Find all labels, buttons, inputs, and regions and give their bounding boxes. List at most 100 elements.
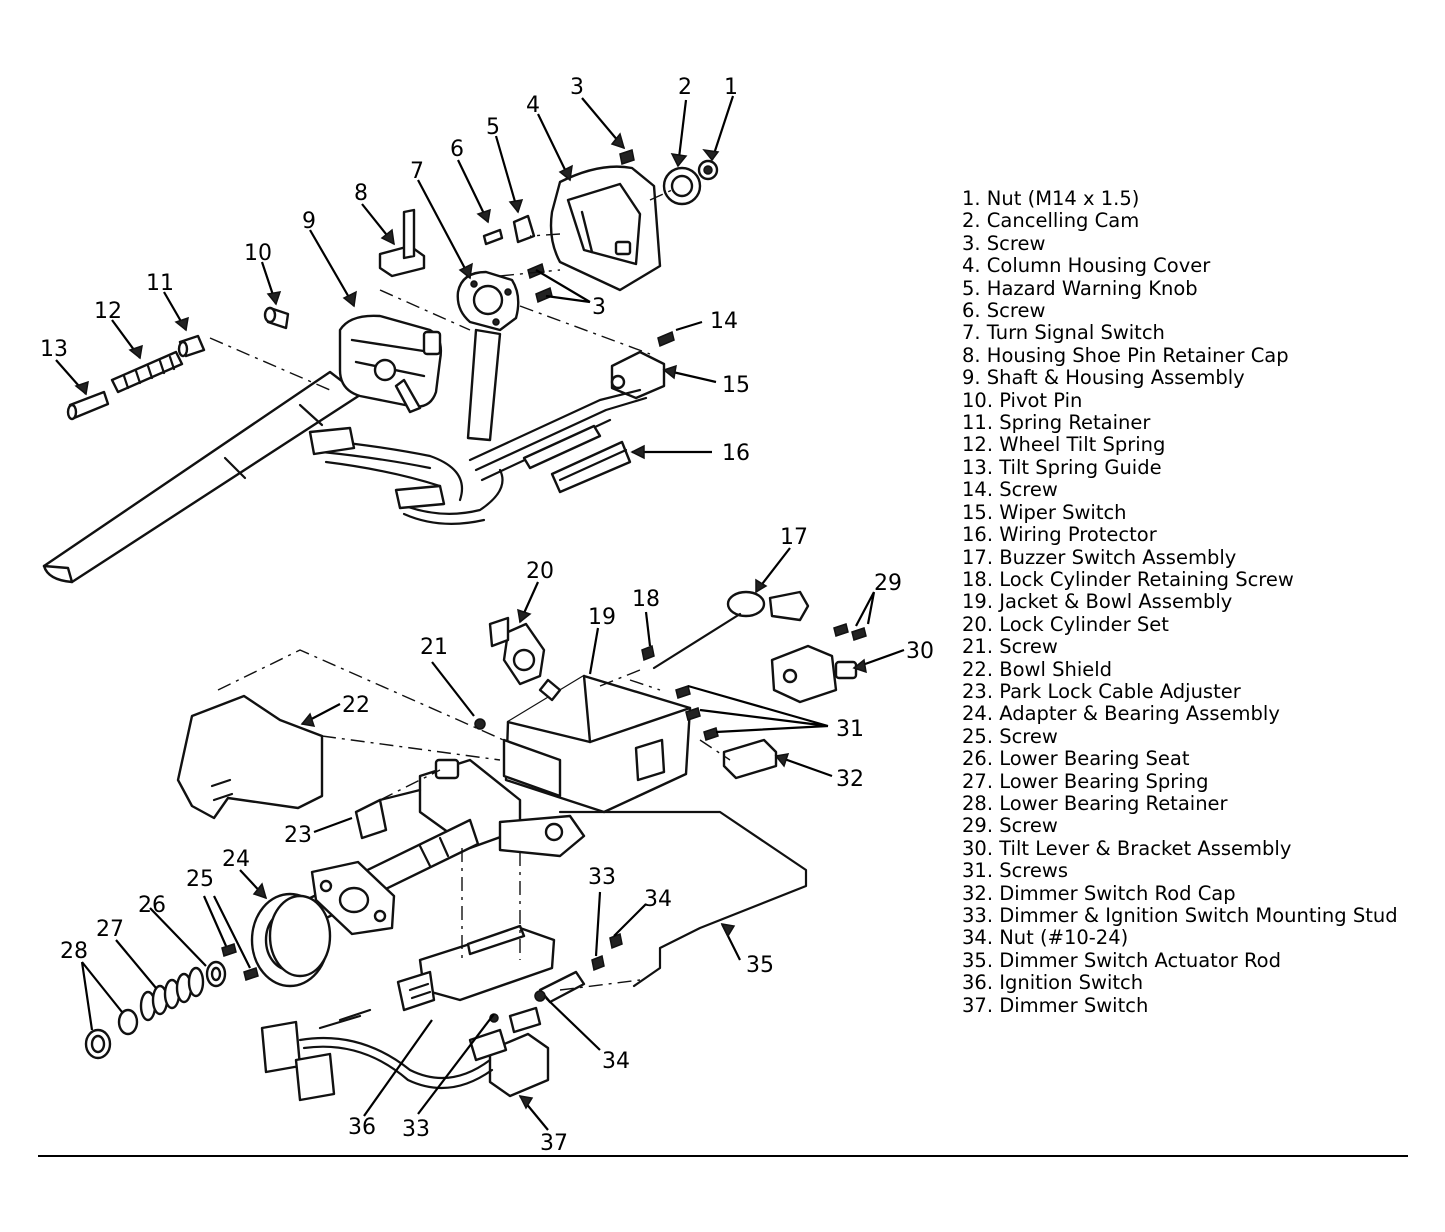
bowl-shield xyxy=(176,694,324,820)
bottom-divider xyxy=(38,1155,1408,1157)
legend-item: 11. Spring Retainer xyxy=(962,411,1151,435)
parts-legend: 1. Nut (M14 x 1.5) 2. Cancelling Cam 3. … xyxy=(962,187,1398,1017)
mounting-flange xyxy=(310,860,396,936)
callout-17: 17 xyxy=(780,525,808,550)
legend-item: 28. Lower Bearing Retainer xyxy=(962,791,1228,815)
legend-item: 17. Buzzer Switch Assembly xyxy=(962,545,1237,569)
legend-item: 31. Screws xyxy=(962,859,1069,883)
callout-21: 21 xyxy=(420,635,448,660)
turn-signal-switch xyxy=(456,270,520,442)
wheel-tilt-spring xyxy=(110,350,184,394)
callout-24: 24 xyxy=(222,847,250,872)
legend-item: 29. Screw xyxy=(962,814,1058,838)
lower-bearing-spring xyxy=(139,966,205,1022)
callout-7: 7 xyxy=(410,159,424,184)
legend-item: 15. Wiper Switch xyxy=(962,500,1127,524)
callout-32: 32 xyxy=(836,767,864,792)
legend-item: 16. Wiring Protector xyxy=(962,523,1157,547)
callout-1: 1 xyxy=(724,75,738,100)
dimmer-switch xyxy=(468,1006,550,1098)
legend-item: 1. Nut (M14 x 1.5) xyxy=(962,187,1140,210)
dimmer-switch-rod-cap xyxy=(722,738,778,780)
legend-item: 25. Screw xyxy=(962,724,1058,748)
legend-item: 20. Lock Cylinder Set xyxy=(962,612,1169,636)
legend-item: 10. Pivot Pin xyxy=(962,388,1083,412)
callout-22: 22 xyxy=(342,693,370,718)
adapter-screws xyxy=(221,943,259,981)
callout-26: 26 xyxy=(138,893,166,918)
hazard-knob-and-screw xyxy=(482,214,536,246)
jacket-bowl-assembly xyxy=(502,674,692,814)
callout-11: 11 xyxy=(146,271,174,296)
lower-wiring-harness xyxy=(260,1008,494,1102)
legend-item: 37. Dimmer Switch xyxy=(962,993,1149,1017)
callout-2: 2 xyxy=(678,75,692,100)
legend-item: 13. Tilt Spring Guide xyxy=(962,455,1162,479)
legend-item: 4. Column Housing Cover xyxy=(962,254,1211,278)
wiper-switch xyxy=(610,330,675,400)
legend-item: 32. Dimmer Switch Rod Cap xyxy=(962,881,1236,905)
callout-30: 30 xyxy=(906,639,934,664)
callout-25: 25 xyxy=(186,867,214,892)
legend-item: 35. Dimmer Switch Actuator Rod xyxy=(962,948,1281,972)
lower-bearing-seat xyxy=(205,960,227,988)
callout-36: 36 xyxy=(348,1115,376,1140)
callout-31: 31 xyxy=(836,717,864,742)
callout-29: 29 xyxy=(874,571,902,596)
legend-item: 30. Tilt Lever & Bracket Assembly xyxy=(962,836,1292,860)
legend-item: 9. Shaft & Housing Assembly xyxy=(962,366,1245,390)
callout-10: 10 xyxy=(244,241,272,266)
legend-item: 2. Cancelling Cam xyxy=(962,209,1140,233)
callout-28: 28 xyxy=(60,939,88,964)
legend-item: 34. Nut (#10-24) xyxy=(962,926,1129,950)
wiring-protector xyxy=(522,424,632,494)
legend-item: 8. Housing Shoe Pin Retainer Cap xyxy=(962,343,1289,367)
leader-arrowheads xyxy=(74,132,867,1110)
callout-12: 12 xyxy=(94,299,122,324)
callout-37: 37 xyxy=(540,1131,568,1156)
legend-item: 14. Screw xyxy=(962,478,1058,502)
jacket-screws xyxy=(675,685,719,741)
callout-19: 19 xyxy=(588,605,616,630)
callout-15: 15 xyxy=(722,373,750,398)
column-housing-cover xyxy=(549,165,662,292)
callout-14: 14 xyxy=(710,309,738,334)
upper-phantom-lines xyxy=(209,189,673,391)
callout-34: 34 xyxy=(602,1049,630,1074)
legend-item: 24. Adapter & Bearing Assembly xyxy=(962,702,1280,726)
pivot-pin xyxy=(263,306,290,330)
steering-shaft xyxy=(42,370,362,584)
lower-phantom-lines xyxy=(217,649,731,991)
park-lock-cable-adjuster xyxy=(354,788,422,840)
lower-bracket xyxy=(418,758,586,858)
callout-33: 33 xyxy=(402,1117,430,1142)
tilt-spring-guide xyxy=(66,390,110,421)
legend-item: 6. Screw xyxy=(962,299,1046,323)
legend-item: 26. Lower Bearing Seat xyxy=(962,747,1190,771)
callout-13: 13 xyxy=(40,337,68,362)
callout-16: 16 xyxy=(722,441,750,466)
lower-bearing-retainer xyxy=(84,1008,139,1060)
legend-item: 21. Screw xyxy=(962,635,1058,659)
spring-retainer xyxy=(177,334,206,358)
callout-34: 34 xyxy=(644,887,672,912)
callout-33: 33 xyxy=(588,865,616,890)
callout-35: 35 xyxy=(746,953,774,978)
cancelling-cam-and-nut xyxy=(662,159,719,206)
callout-27: 27 xyxy=(96,917,124,942)
callout-20: 20 xyxy=(526,559,554,584)
callout-3: 3 xyxy=(570,75,584,100)
housing-shoe-pin-retainer-cap xyxy=(378,208,426,278)
buzzer-switch-assembly xyxy=(652,590,810,670)
legend-item: 19. Jacket & Bowl Assembly xyxy=(962,590,1233,614)
lock-cylinder-retaining-screw xyxy=(641,644,655,662)
legend-item: 7. Turn Signal Switch xyxy=(962,321,1165,345)
legend-item: 3. Screw xyxy=(962,231,1046,255)
ignition-switch xyxy=(396,924,556,1012)
callout-4: 4 xyxy=(526,93,540,118)
callout-23: 23 xyxy=(284,823,312,848)
lock-cylinder-set xyxy=(488,616,562,702)
shaft-housing-assembly xyxy=(338,314,443,414)
